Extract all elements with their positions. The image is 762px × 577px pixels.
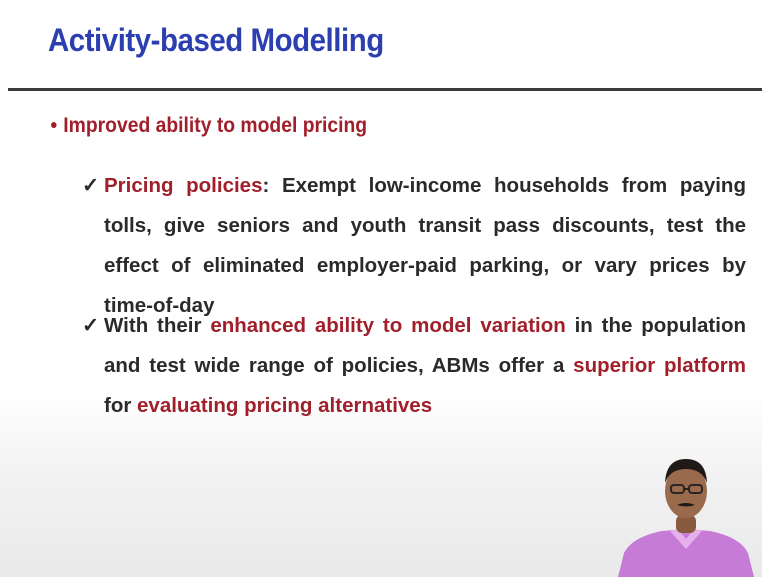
main-bullet-text: Improved ability to model pricing [63, 114, 368, 137]
sub-point-abm-platform: ✓With their enhanced ability to model va… [82, 306, 746, 426]
bullet-dot-icon: ● [50, 116, 58, 132]
abm-highlight-evaluating: evaluating pricing alternatives [137, 394, 433, 417]
presenter-neck [676, 515, 696, 533]
presenter-hair [665, 459, 707, 483]
presenter-video [618, 459, 754, 577]
abm-highlight-platform: superior platform [573, 354, 746, 377]
checkmark-icon: ✓ [82, 314, 100, 337]
presenter-face [665, 464, 707, 518]
abm-text-part1: With their [104, 314, 211, 337]
checkmark-icon: ✓ [82, 174, 100, 197]
pricing-policies-text: Exempt low-income households from paying… [104, 174, 746, 317]
presenter-shirt [618, 529, 754, 577]
pricing-policies-label: Pricing policies [104, 174, 263, 197]
abm-text-part3: for [104, 394, 138, 417]
pricing-policies-colon: : [262, 174, 270, 197]
sub-point-pricing-policies: ✓Pricing policies: Exempt low-income hou… [82, 166, 746, 326]
title-divider [8, 88, 762, 91]
presenter-mustache [677, 503, 695, 507]
abm-highlight-variation: enhanced ability to model variation [210, 314, 566, 337]
presenter-collar [670, 529, 702, 549]
main-bullet: ● Improved ability to model pricing [50, 114, 367, 138]
slide-title: Activity-based Modelling [48, 22, 384, 58]
abm-text-part2: in the population and test wide range of… [104, 314, 746, 377]
